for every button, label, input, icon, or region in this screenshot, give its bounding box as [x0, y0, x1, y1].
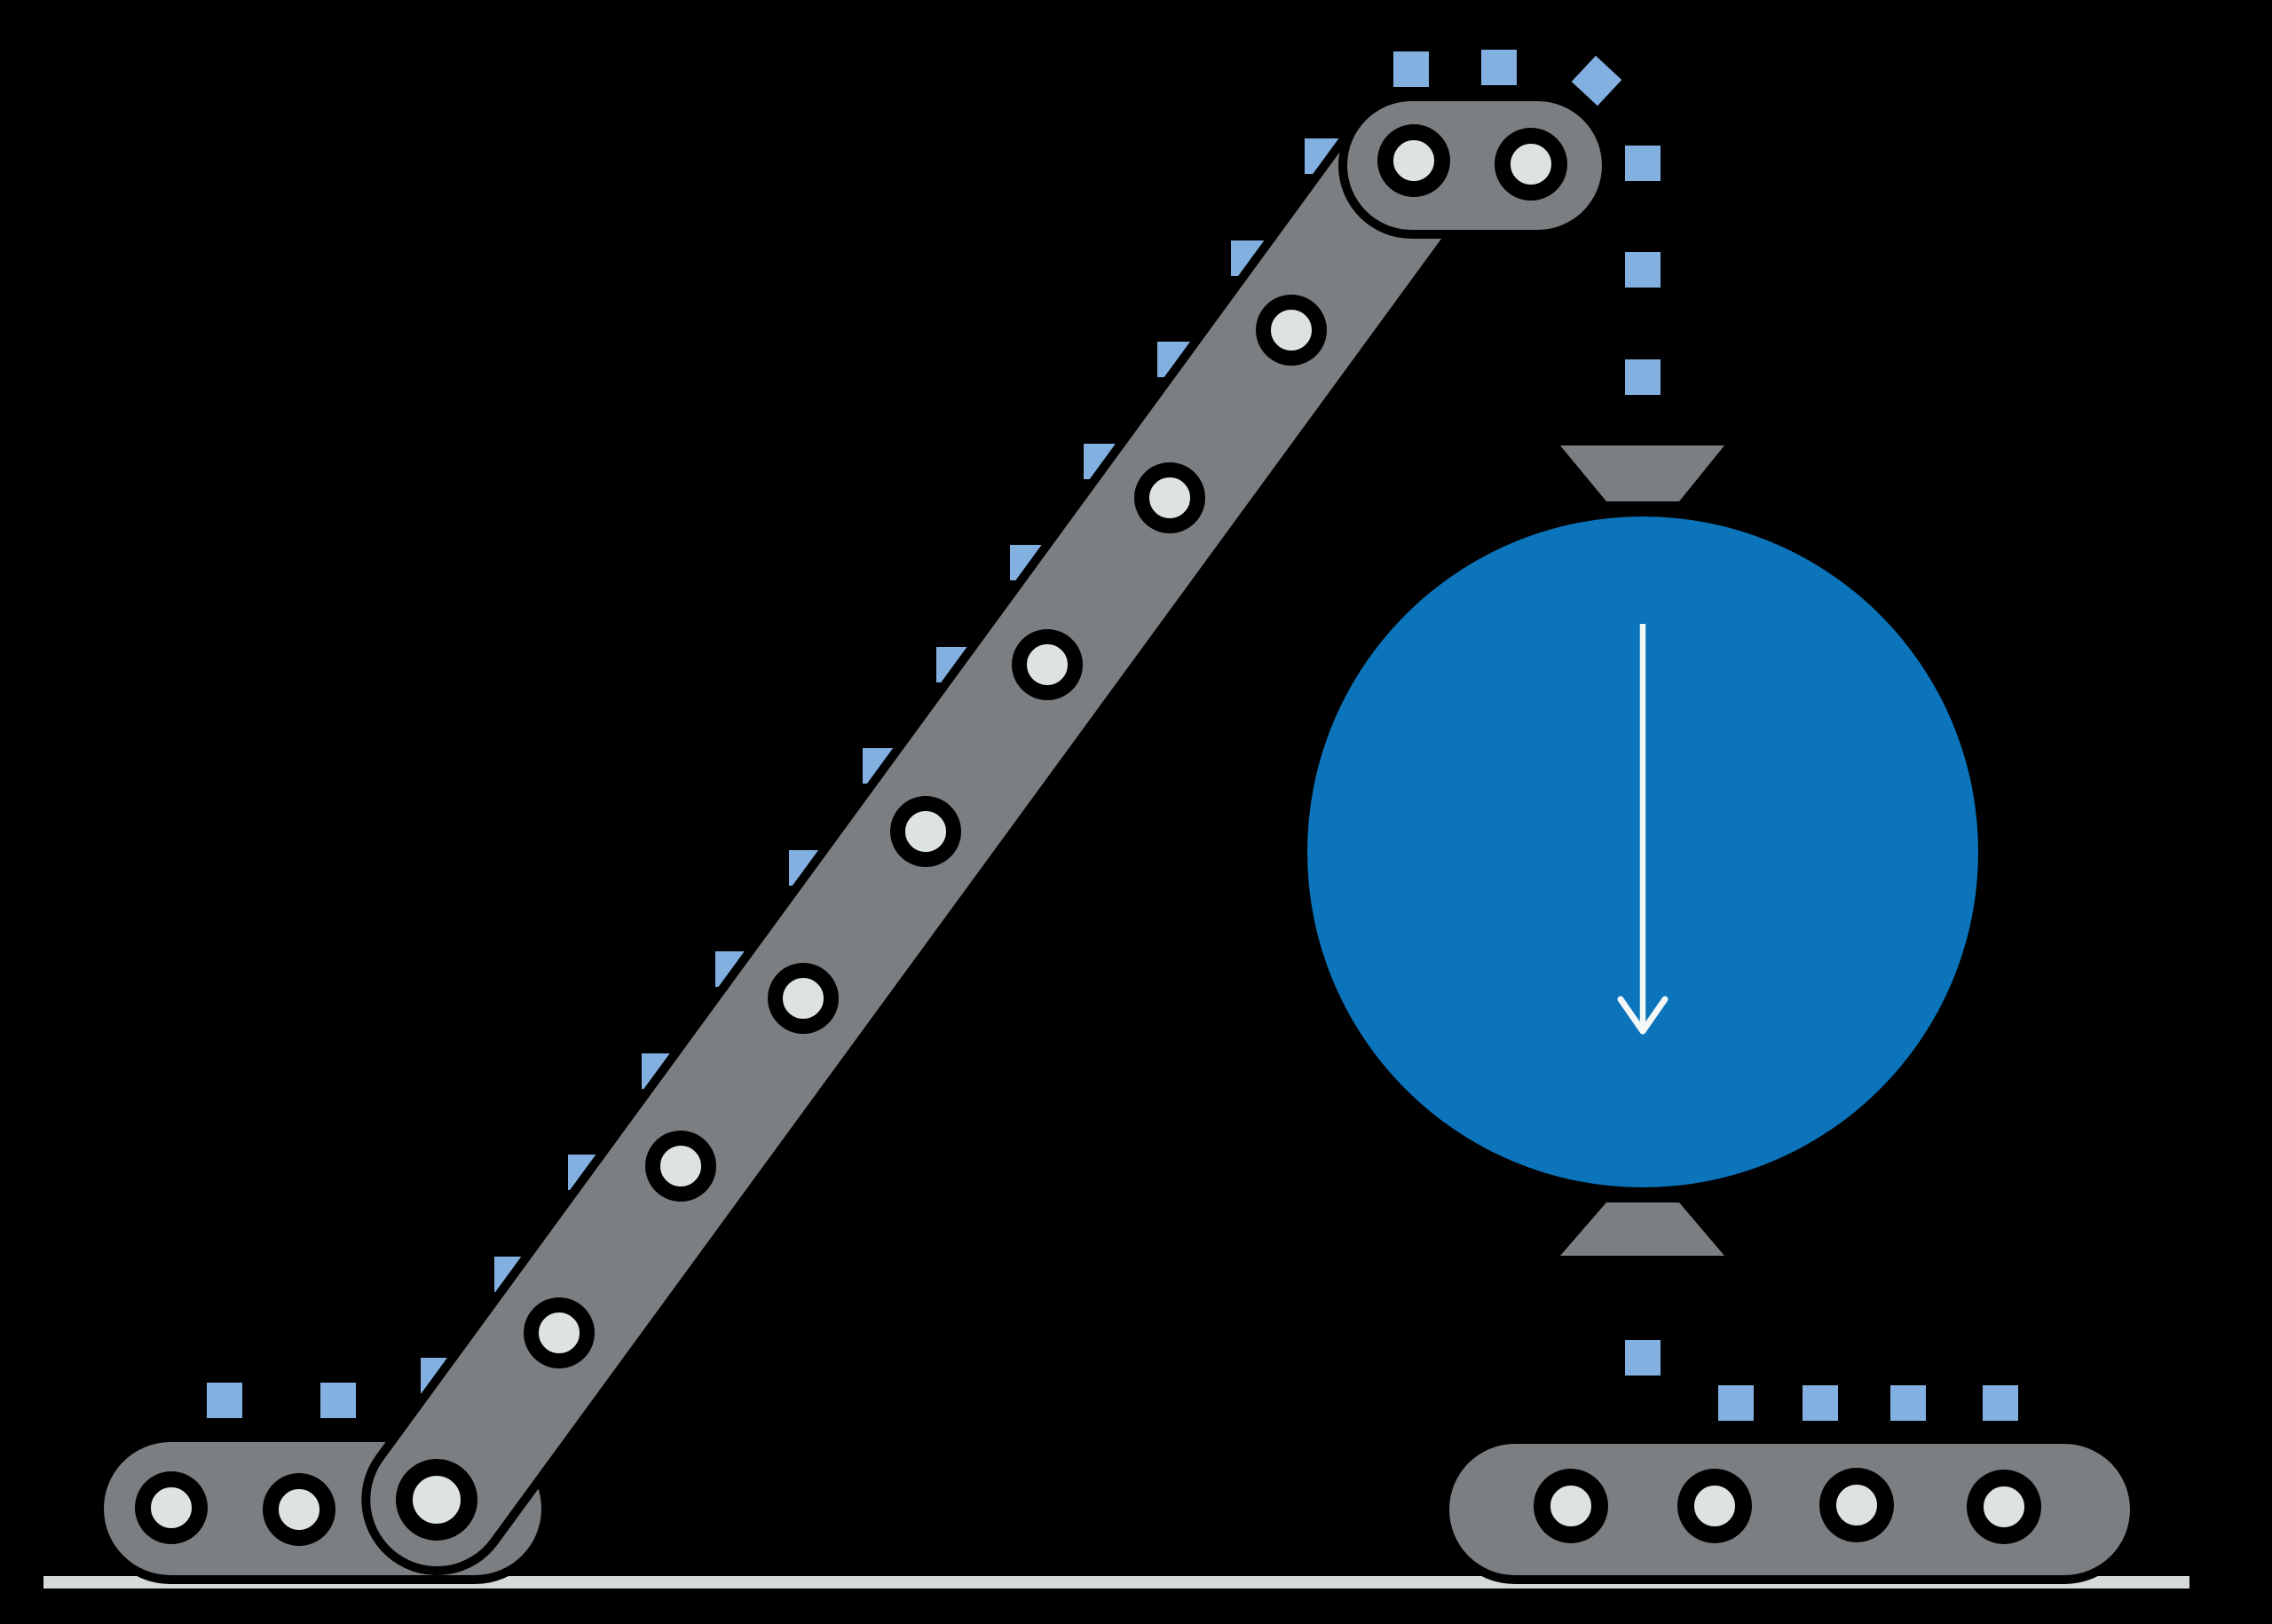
incline-roller-5 — [1012, 629, 1083, 700]
left-base-roller-1 — [135, 1471, 208, 1544]
trajectory-dot-corner-diamond — [1571, 55, 1622, 106]
incline-roller-2 — [645, 1131, 716, 1202]
trajectory-dot-fall-3 — [1625, 359, 1661, 395]
right-base-roller-4 — [1967, 1470, 2041, 1544]
right-base-roller-2 — [1677, 1469, 1752, 1543]
upper-funnel-guide — [1560, 445, 1724, 501]
trajectory-dot-right-base-4 — [1983, 1385, 2018, 1421]
trajectory-dot-right-base-3 — [1890, 1385, 1926, 1421]
incline-roller-3 — [768, 963, 839, 1034]
trajectory-dot-top-2 — [1481, 50, 1517, 85]
right-base-roller-3 — [1819, 1468, 1894, 1542]
incline-roller-6 — [1134, 462, 1205, 533]
incline-roller-4 — [890, 796, 961, 867]
incline-roller-1 — [524, 1297, 595, 1368]
top-block-roller-1 — [1377, 124, 1450, 197]
top-block-roller-2 — [1495, 128, 1567, 201]
ground-line — [43, 1576, 2189, 1589]
trajectory-dot-right-base-2 — [1803, 1385, 1838, 1421]
trajectory-dot-below-ball — [1625, 1340, 1661, 1376]
trajectory-dot-fall-2 — [1625, 252, 1661, 288]
trajectory-dot-left-base-1 — [207, 1383, 242, 1418]
incline-joint-roller — [396, 1459, 477, 1541]
trajectory-dot-top-1 — [1393, 51, 1429, 87]
trajectory-dot-fall-1 — [1625, 146, 1661, 181]
lower-funnel-guide — [1560, 1202, 1724, 1256]
incline-roller-7 — [1256, 295, 1327, 366]
falling-ball — [1307, 516, 1978, 1187]
trajectory-dot-right-base-1 — [1718, 1385, 1754, 1421]
right-base-roller-1 — [1534, 1469, 1608, 1543]
left-base-roller-2 — [263, 1473, 335, 1546]
trajectory-dot-left-base-2 — [320, 1383, 356, 1418]
